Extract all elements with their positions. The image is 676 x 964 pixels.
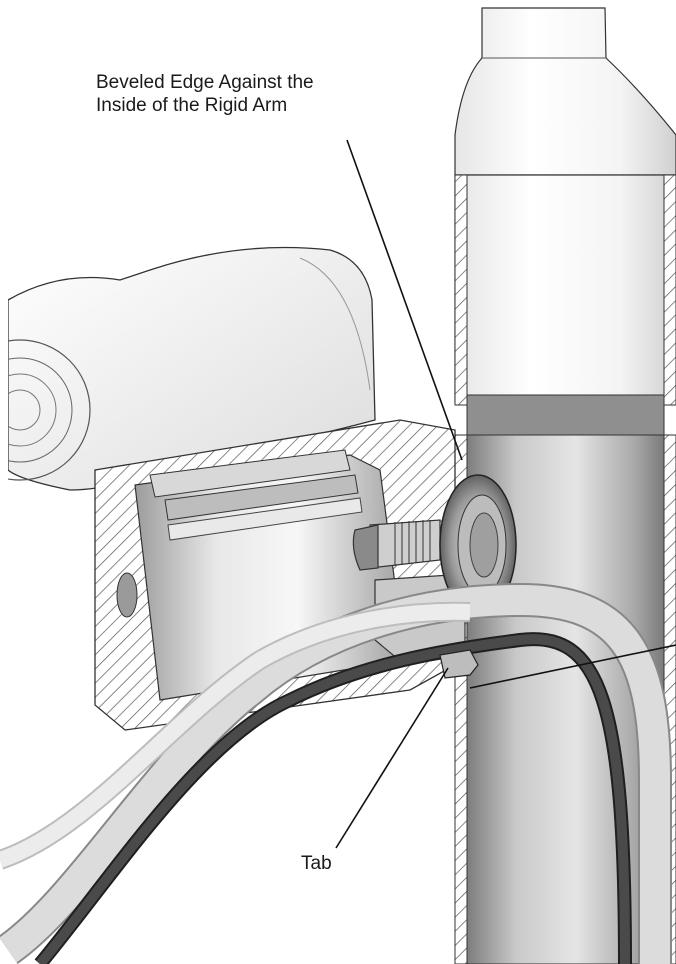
tab-callout: Tab xyxy=(301,853,332,874)
tab-leader-line xyxy=(335,667,449,849)
edge-leader-line xyxy=(469,644,676,689)
rotation-joint-rings xyxy=(0,290,91,530)
rigid-arm-tube xyxy=(454,7,676,964)
cable xyxy=(0,582,672,964)
beveled-edge-callout-line2: Inside of the Rigid Arm xyxy=(96,95,288,116)
joint-housing xyxy=(0,246,456,731)
bevel-leader-line xyxy=(346,139,463,461)
beveled-edge-callout-line1: Beveled Edge Against the xyxy=(96,72,314,93)
beveled-edge-callout: Beveled Edge Against the Inside of the R… xyxy=(96,71,314,117)
